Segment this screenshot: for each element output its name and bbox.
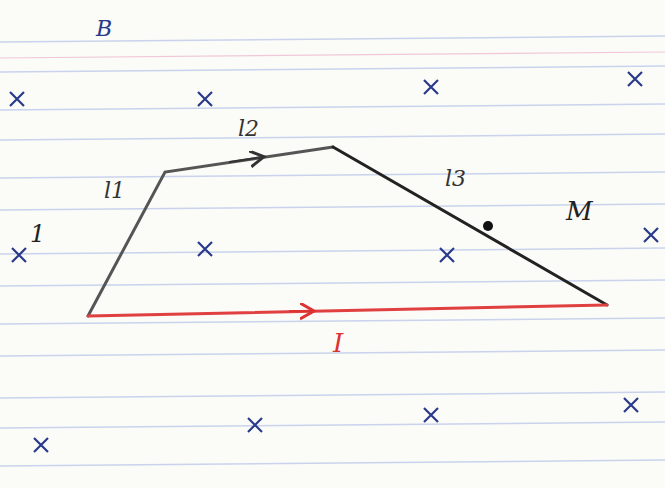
segment-label: l3	[445, 168, 466, 190]
wire	[88, 147, 607, 316]
point-dot	[483, 221, 493, 231]
current-label: I	[333, 330, 343, 356]
segment-label: l1	[104, 180, 125, 202]
field-label: B	[96, 18, 112, 40]
paper-lines	[0, 36, 665, 466]
side-number: 1	[30, 222, 45, 246]
field-crosses	[10, 72, 658, 452]
point-label: M	[566, 198, 593, 224]
segment-label: l2	[238, 118, 259, 140]
